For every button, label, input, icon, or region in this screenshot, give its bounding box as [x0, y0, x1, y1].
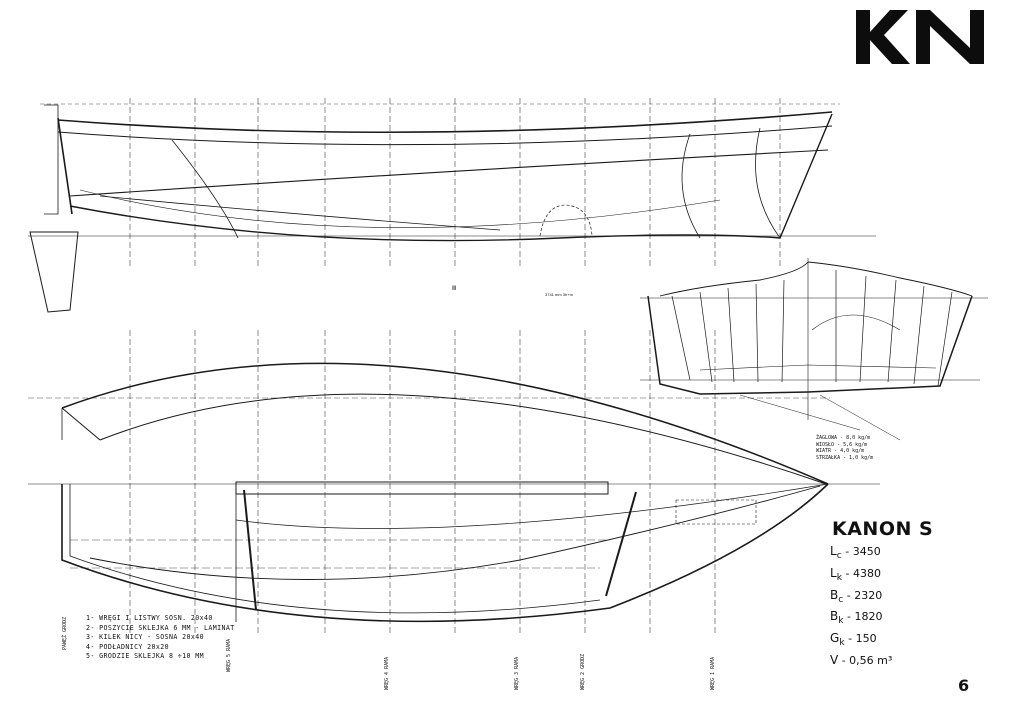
frame-label: PAWĘŻ GRODZ [62, 616, 68, 650]
weights-table: ŻAGLOWA - 8,0 kg/m WIOSŁO - 5,6 kg/m WIA… [816, 435, 873, 461]
weights-row: WIATR - 4,0 kg/m [816, 448, 865, 454]
plan-view [28, 330, 880, 636]
legend-item: 4- PODŁADNICY 20x20 [86, 642, 170, 651]
body-plan-view [640, 258, 988, 441]
spec-list: Lc - 3450 Lk - 4380 Bc - 2320 Bk - 1820 … [830, 543, 892, 674]
materials-legend: 1- WRĘGI I LISTWY SOSN. 20x40 2- POSZYCI… [86, 614, 235, 662]
legend-item: 3- KILEK NICY - SOSNA 20x40 [86, 633, 204, 642]
boat-name-title: KANON S [832, 518, 934, 540]
frame-label: WRĘG 2 GRODZ [580, 653, 586, 690]
legend-item: 1- WRĘGI I LISTWY SOSN. 20x40 [86, 614, 213, 622]
legend-item: 2- POSZYCIE SKLEJKA 6 MM - LAMINAT [86, 623, 235, 632]
legend-item: 5- GRODZIE SKLEJKA 8 ÷10 MM [86, 652, 204, 661]
weights-row: ŻAGLOWA - 8,0 kg/m [816, 435, 871, 441]
spec-row: Lc - 3450 [830, 544, 881, 562]
spec-row: V - 0,56 m³ [830, 652, 893, 667]
kn-logo [856, 10, 984, 64]
spec-row: Gk - 150 [830, 631, 877, 649]
side-profile-view [28, 98, 876, 313]
frame-label: WRĘG 5 RAMA [226, 638, 232, 672]
frame-label: WRĘG 4 RAMA [384, 656, 390, 690]
frame-label: WRĘG 1 RAMA [710, 656, 716, 690]
spec-row: Bk - 1820 [830, 609, 883, 627]
svg-text:Ⅲ: Ⅲ [452, 286, 456, 292]
spec-row: Lk - 4380 [830, 565, 881, 583]
spec-row: Bc - 2320 [830, 587, 883, 605]
svg-text:3741 mm 3h+m: 3741 mm 3h+m [545, 292, 574, 297]
weights-row: STRZAŁKA - 1,0 kg/m [816, 454, 874, 461]
weights-row: WIOSŁO - 5,6 kg/m [816, 441, 868, 448]
frame-label: WRĘG 3 RAMA [514, 656, 520, 690]
page-number: 6 [958, 676, 970, 695]
